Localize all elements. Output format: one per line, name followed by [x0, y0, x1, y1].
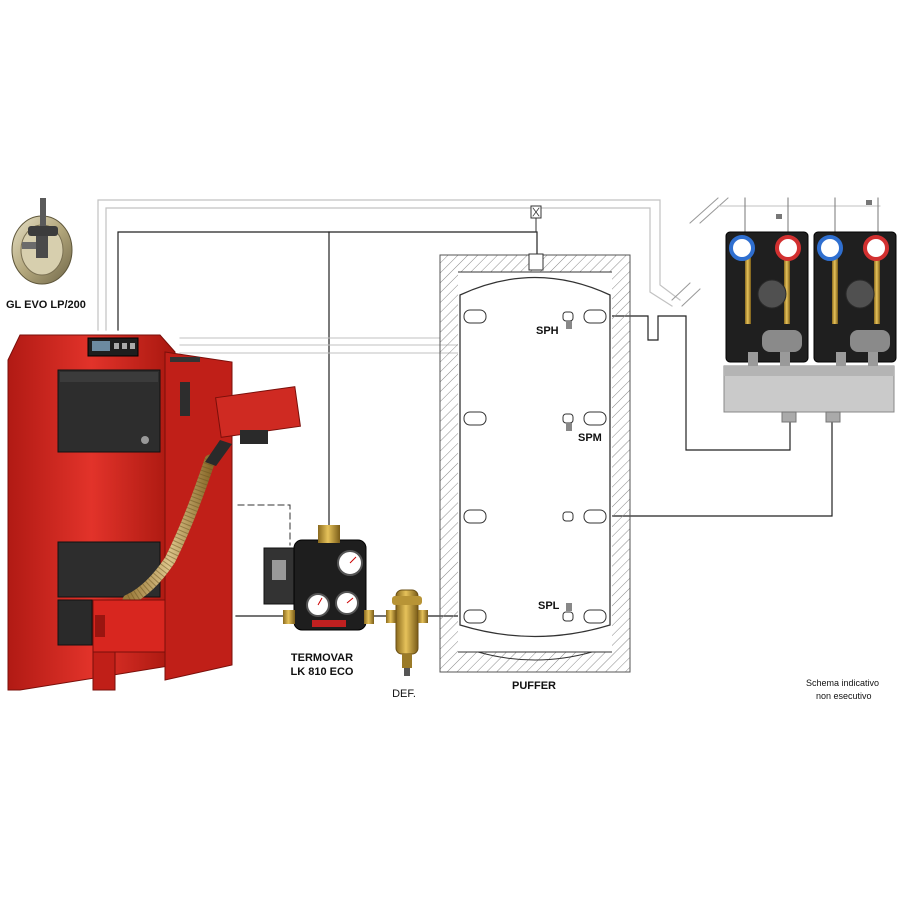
termovar-label-line1: TERMOVAR	[290, 652, 354, 664]
tank-sensor-mid-label: SPM	[578, 432, 602, 444]
pump-module-2	[813, 231, 897, 366]
gauge-blue-2	[817, 235, 843, 261]
return-line-modules	[605, 419, 833, 517]
termovar-valve	[263, 525, 374, 631]
tank-sensor-low-label: SPL	[538, 600, 560, 612]
tank-sensor-high-label: SPH	[536, 325, 559, 337]
termovar-label-line2: LK 810 ECO	[290, 666, 354, 678]
disclaimer-line1: Schema indicativo	[806, 678, 880, 688]
buffer-tank-label: PUFFER	[512, 680, 556, 692]
draft-regulator-icon	[11, 198, 73, 285]
lower-door	[57, 599, 93, 646]
control-dashed-line	[237, 504, 291, 546]
tank-vessel	[459, 276, 611, 638]
flow-line-modules	[605, 315, 791, 451]
signal-line-outer	[97, 199, 681, 331]
buffer-tank	[439, 253, 631, 673]
gauge-red-2	[863, 235, 889, 261]
gauge-red-1	[775, 235, 801, 261]
pump-module-1	[725, 231, 809, 366]
supply-line	[117, 231, 538, 331]
draft-regulator-label: GL EVO LP/200	[6, 299, 86, 311]
defangator-valve	[386, 589, 428, 676]
gauge-blue-1	[729, 235, 755, 261]
defangator-label: DEF.	[392, 688, 416, 700]
pump-modules	[723, 231, 897, 423]
pellet-burner	[92, 386, 301, 691]
disclaimer-line2: non esecutivo	[816, 691, 872, 701]
signal-line-inner	[105, 207, 673, 331]
